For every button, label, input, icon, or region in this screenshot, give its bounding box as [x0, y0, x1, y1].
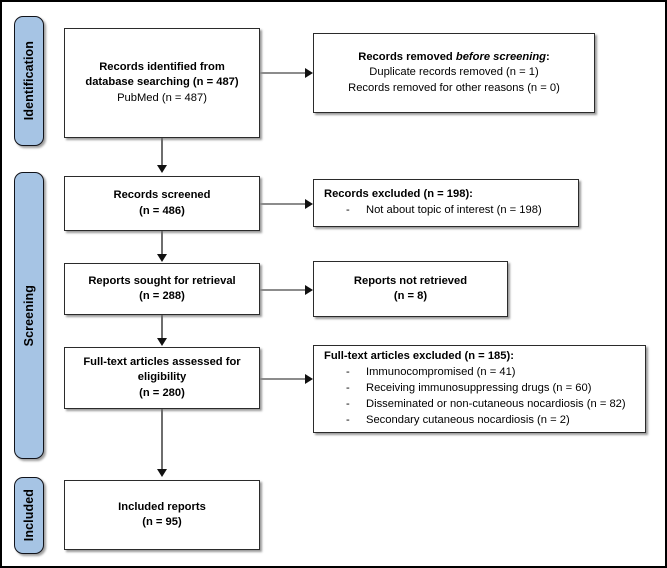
- box-included-reports: Included reports (n = 95): [64, 480, 260, 550]
- reason-dash: -: [346, 381, 350, 394]
- reason-dash: -: [346, 203, 350, 216]
- included-reports-line1: Included reports: [118, 500, 206, 513]
- fulltext-assessed-line1: Full-text articles assessed for: [83, 356, 241, 369]
- box-records-identified: Records identified from database searchi…: [64, 28, 260, 138]
- reason-dash: -: [346, 366, 350, 379]
- records-removed-head-colon: :: [546, 51, 550, 64]
- list-item: - Secondary cutaneous nocardiosis (n = 2…: [324, 413, 626, 429]
- reports-sought-line2: (n = 288): [139, 290, 185, 302]
- fulltext-excluded-head: Full-text articles excluded (n = 185):: [324, 350, 514, 363]
- records-screened-line1: Records screened: [113, 189, 211, 202]
- arrowhead-fulltext-to-included: [156, 469, 167, 477]
- arrowhead-sought-to-not-retrieved: [305, 284, 313, 295]
- arrowhead-screened-to-sought: [156, 254, 167, 262]
- reason-dash: -: [346, 397, 350, 410]
- list-item: - Not about topic of interest (n = 198): [324, 203, 542, 219]
- reason-text: Receiving immunosuppressing drugs (n = 6…: [366, 381, 592, 394]
- records-removed-head-italic: before screening: [455, 51, 547, 64]
- reason-dash: -: [346, 413, 350, 426]
- reason-text: Not about topic of interest (n = 198): [366, 203, 542, 216]
- stage-label-included: Included: [21, 489, 36, 542]
- connector-fulltext-to-excluded: [260, 378, 307, 380]
- connector-fulltext-to-included: [161, 409, 163, 472]
- stage-label-screening: Screening: [21, 284, 36, 347]
- connector-identified-to-removed: [260, 72, 307, 74]
- box-records-removed: Records removed before screening: Duplic…: [313, 33, 595, 113]
- box-reports-sought: Reports sought for retrieval (n = 288): [64, 263, 260, 315]
- records-identified-line1: Records identified from: [99, 61, 225, 74]
- box-fulltext-excluded: Full-text articles excluded (n = 185): -…: [313, 345, 646, 433]
- stage-bar-included: Included: [14, 477, 44, 554]
- records-removed-head: Records removed before screening:: [358, 50, 550, 65]
- reason-text: Disseminated or non-cutaneous nocardiosi…: [366, 397, 626, 410]
- included-reports-line2: (n = 95): [142, 516, 182, 528]
- reports-sought-line1: Reports sought for retrieval: [88, 274, 236, 287]
- box-reports-not-retrieved: Reports not retrieved (n = 8): [313, 261, 508, 317]
- arrowhead-screened-to-excluded: [305, 198, 313, 209]
- connector-identified-to-screened: [161, 138, 163, 168]
- records-screened-line2: (n = 486): [139, 204, 185, 217]
- connector-screened-to-sought: [161, 231, 163, 257]
- records-excluded-head: Records excluded (n = 198):: [324, 188, 473, 201]
- records-identified-line2: database searching (n = 487): [85, 76, 239, 89]
- box-records-excluded: Records excluded (n = 198): - Not about …: [313, 179, 579, 227]
- connector-screened-to-excluded: [260, 203, 307, 205]
- connector-sought-to-not-retrieved: [260, 289, 307, 291]
- records-removed-line2: Duplicate records removed (n = 1): [369, 66, 539, 79]
- arrowhead-identified-to-removed: [305, 67, 313, 78]
- box-records-screened: Records screened (n = 486): [64, 176, 260, 231]
- stage-bar-screening: Screening: [14, 172, 44, 459]
- stage-label-identification: Identification: [21, 41, 36, 121]
- records-removed-head-plain: Records removed: [358, 51, 456, 64]
- list-item: - Disseminated or non-cutaneous nocardio…: [324, 397, 626, 413]
- records-excluded-reason-list: - Not about topic of interest (n = 198): [324, 203, 542, 219]
- records-identified-line3: PubMed (n = 487): [117, 91, 207, 104]
- box-fulltext-assessed: Full-text articles assessed for eligibil…: [64, 347, 260, 409]
- reason-text: Secondary cutaneous nocardiosis (n = 2): [366, 413, 570, 426]
- fulltext-excluded-reason-list: - Immunocompromised (n = 41) - Receiving…: [324, 365, 626, 429]
- reports-not-retrieved-line2: (n = 8): [393, 290, 428, 302]
- arrowhead-fulltext-to-excluded: [305, 373, 313, 384]
- list-item: - Receiving immunosuppressing drugs (n =…: [324, 381, 626, 397]
- list-item: - Immunocompromised (n = 41): [324, 365, 626, 381]
- arrowhead-identified-to-screened: [156, 165, 167, 173]
- arrowhead-sought-to-fulltext: [156, 338, 167, 346]
- reason-text: Immunocompromised (n = 41): [366, 366, 516, 379]
- connector-sought-to-fulltext: [161, 315, 163, 341]
- records-removed-line3: Records removed for other reasons (n = 0…: [348, 81, 560, 94]
- reports-not-retrieved-line1: Reports not retrieved: [353, 274, 468, 287]
- stage-bar-identification: Identification: [14, 16, 44, 146]
- fulltext-assessed-line3: (n = 280): [139, 386, 185, 399]
- fulltext-assessed-line2: eligibility: [137, 371, 187, 384]
